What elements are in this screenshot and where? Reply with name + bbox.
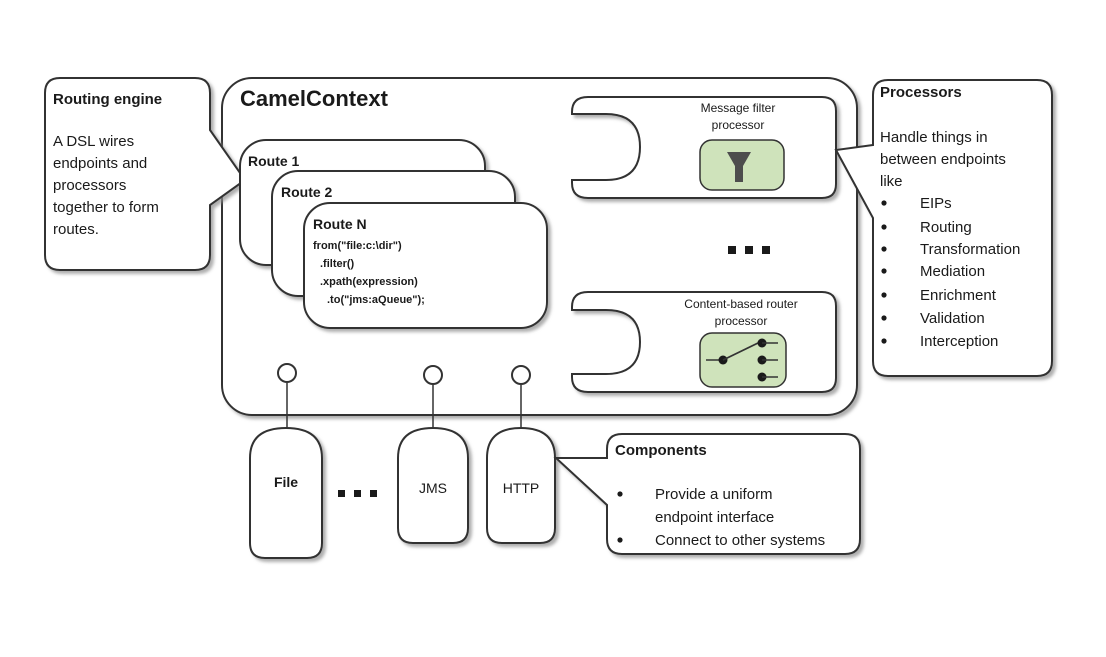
file-port — [277, 363, 297, 383]
content-router-processor: Content-based router processor — [571, 291, 837, 393]
file-endpoint-label: File — [274, 474, 298, 490]
components-callout: Components Provide a uniform endpoint in… — [553, 433, 861, 555]
http-endpoint-label: HTTP — [503, 480, 540, 496]
routing-engine-line-3: processors — [53, 177, 126, 194]
route-2-label: Route 2 — [281, 184, 333, 200]
processors-intro-1: Handle things in — [880, 129, 988, 146]
processors-ellipsis — [728, 246, 770, 254]
routing-engine-line-2: endpoints and — [53, 155, 147, 172]
message-filter-label-2: processor — [712, 118, 765, 132]
components-item-1-line-1: Provide a uniform — [655, 486, 773, 503]
jms-port — [423, 365, 443, 385]
content-router-label-2: processor — [715, 314, 768, 328]
routing-engine-line-1: A DSL wires — [53, 133, 134, 150]
processors-list: EIPs Routing Transformation Mediation En… — [881, 195, 1020, 350]
route-n: Route N from("file:c:\dir") .filter() .x… — [303, 202, 548, 329]
content-router-label-1: Content-based router — [684, 297, 797, 311]
processors-item: Mediation — [920, 263, 985, 280]
processors-callout: Processors Handle things in between endp… — [834, 79, 1053, 377]
http-port — [511, 365, 531, 385]
routing-engine-title: Routing engine — [53, 91, 162, 108]
routing-engine-line-4: together to form — [53, 199, 159, 216]
endpoints-ellipsis — [338, 490, 377, 497]
components-item-2: Connect to other systems — [655, 532, 825, 549]
route-n-code-line-4: .to("jms:aQueue"); — [327, 294, 425, 306]
route-n-code-line-3: .xpath(expression) — [320, 276, 418, 288]
processors-intro-3: like — [880, 173, 903, 190]
processors-item: EIPs — [920, 195, 952, 212]
message-filter-label-1: Message filter — [701, 101, 776, 115]
route-1-label: Route 1 — [248, 153, 300, 169]
components-title: Components — [615, 442, 707, 459]
router-switch-icon — [706, 338, 778, 382]
route-n-code-line-1: from("file:c:\dir") — [313, 240, 402, 252]
processors-item: Interception — [920, 333, 998, 350]
processors-item: Validation — [920, 310, 985, 327]
file-endpoint: File — [249, 363, 323, 559]
jms-endpoint: JMS — [397, 365, 469, 544]
route-n-label: Route N — [313, 216, 367, 232]
routing-engine-line-5: routes. — [53, 221, 99, 238]
jms-endpoint-label: JMS — [419, 480, 447, 496]
route-n-code-line-2: .filter() — [320, 258, 355, 270]
processors-item: Enrichment — [920, 287, 997, 304]
http-endpoint: HTTP — [486, 365, 556, 544]
processors-item: Routing — [920, 219, 972, 236]
camel-context-title: CamelContext — [240, 86, 389, 111]
message-filter-processor: Message filter processor — [571, 96, 837, 199]
processors-item: Transformation — [920, 241, 1020, 258]
funnel-icon — [727, 152, 751, 182]
routing-engine-callout: Routing engine A DSL wires endpoints and… — [44, 77, 247, 271]
processors-intro-2: between endpoints — [880, 151, 1006, 168]
components-item-1-line-2: endpoint interface — [655, 509, 774, 526]
processors-title: Processors — [880, 84, 962, 101]
